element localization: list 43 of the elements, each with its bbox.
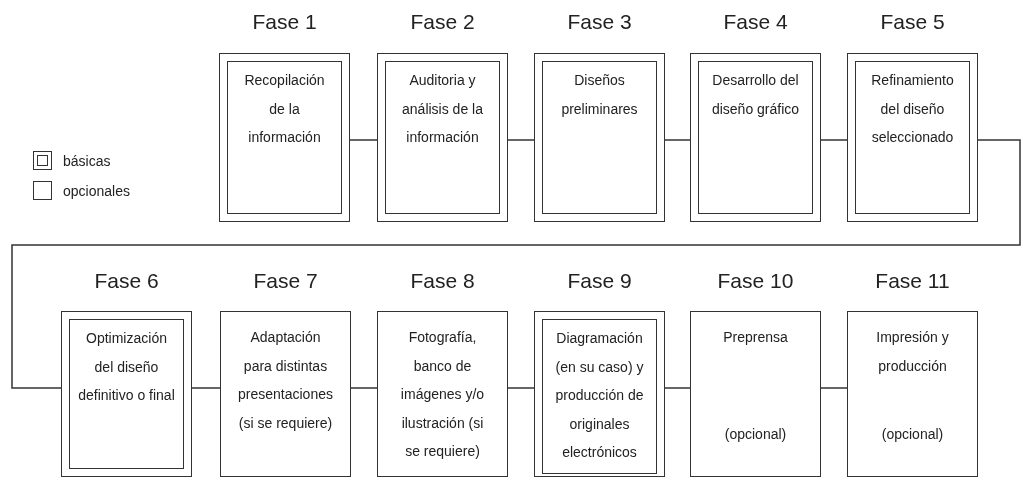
phase-heading: Fase 11	[875, 268, 950, 294]
step-text: Optimización del diseño definitivo o final	[77, 329, 176, 405]
step-text: Fotografía, banco de imágenes y/o ilustración (si se requiere)	[399, 328, 486, 461]
step-text: Impresión y producción	[875, 328, 950, 376]
inner-process-box	[69, 319, 184, 469]
phase-heading: Fase 4	[723, 9, 788, 35]
inner-process-box	[698, 61, 813, 214]
connector-line	[820, 139, 848, 141]
connector-line	[664, 387, 691, 389]
step-text: (opcional)	[880, 424, 945, 444]
step-text: Refinamiento del diseño seleccionado	[870, 71, 955, 147]
step-text: (opcional)	[723, 424, 788, 444]
step-text: Diagramación (en su caso) y producción de originales electrónicos	[554, 329, 645, 462]
phase-heading: Fase 6	[94, 268, 159, 294]
connector-line	[11, 139, 1021, 389]
connector-line	[191, 387, 221, 389]
phase-heading: Fase 1	[252, 9, 317, 35]
inner-process-box	[385, 61, 500, 214]
step-text: Preprensa	[722, 328, 789, 347]
phase-heading: Fase 10	[717, 268, 794, 294]
phase-heading: Fase 5	[880, 9, 945, 35]
phase-heading: Fase 2	[410, 9, 475, 35]
step-text: Recopilación de la información	[243, 71, 326, 147]
connector-line	[349, 139, 378, 141]
phase-heading: Fase 8	[410, 268, 475, 294]
phase-heading: Fase 9	[567, 268, 632, 294]
connector-line	[507, 139, 535, 141]
inner-process-box	[542, 61, 657, 214]
legend-label: básicas	[63, 152, 111, 169]
inner-process-box	[227, 61, 342, 214]
inner-process-box	[542, 319, 657, 474]
connector-line	[350, 387, 378, 389]
legend-label: opcionales	[63, 182, 130, 199]
connector-line	[820, 387, 848, 389]
connector-line	[664, 139, 691, 141]
step-text: Adaptación para distintas presentaciones (si se requiere)	[237, 328, 334, 433]
step-text: Auditoria y análisis de la información	[401, 71, 484, 147]
step-text: Desarrollo del diseño gráfico	[710, 71, 801, 119]
phase-heading: Fase 7	[253, 268, 318, 294]
connector-line	[507, 387, 535, 389]
inner-process-box	[855, 61, 970, 214]
step-text: Diseños preliminares	[560, 71, 639, 119]
phase-heading: Fase 3	[567, 9, 632, 35]
